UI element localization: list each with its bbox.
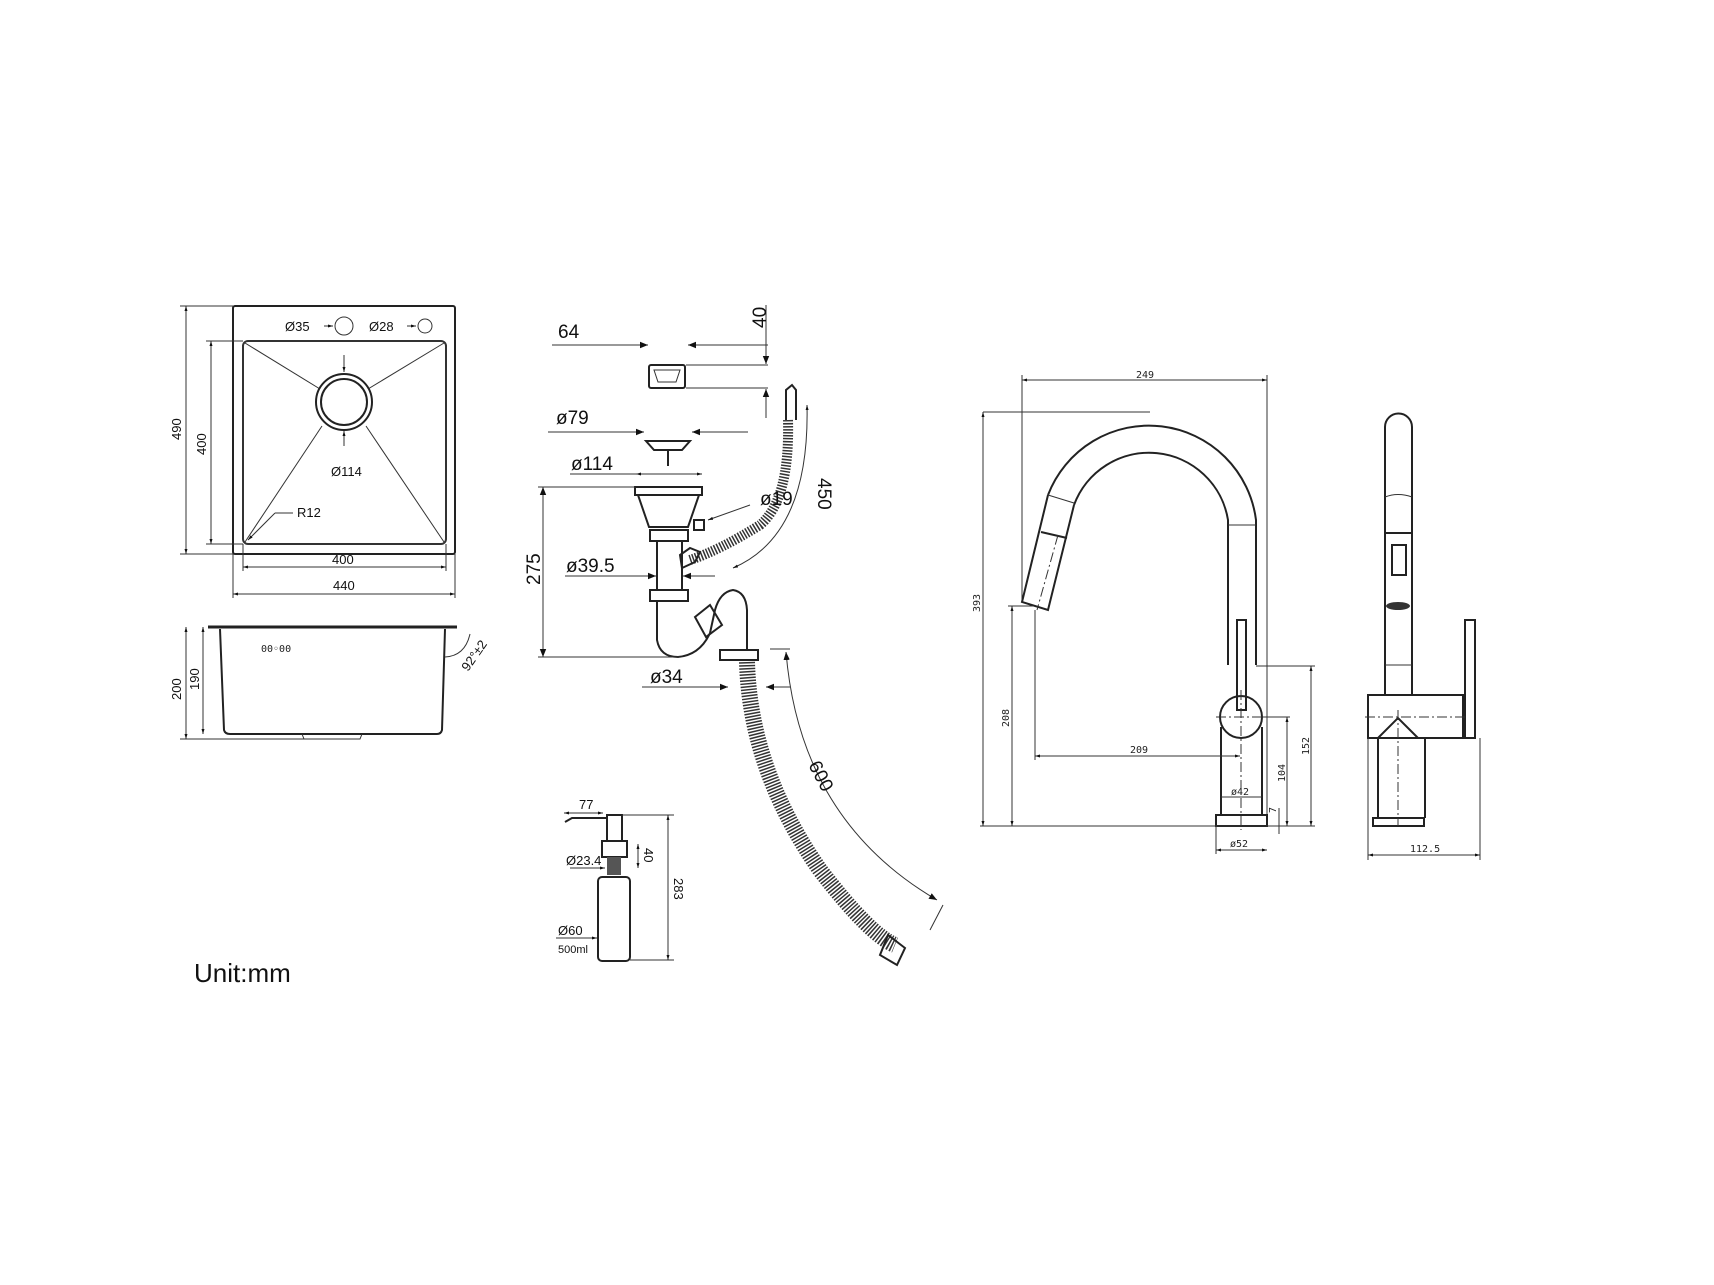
- overflow-width-label: 64: [558, 322, 580, 343]
- spout-label: 77: [579, 797, 593, 812]
- height-label: 283: [671, 878, 686, 900]
- base-dia-label: ø52: [1230, 839, 1248, 850]
- outer-height-label: 490: [169, 418, 184, 440]
- depth-label: 112.5: [1410, 844, 1440, 855]
- soap-dispenser: 77 Ø23.4 40 283 Ø60 500ml: [556, 797, 686, 962]
- width-label: 249: [1136, 370, 1154, 381]
- faucet-side-view: 112.5: [1365, 412, 1481, 860]
- body-dia-label: ø42: [1231, 787, 1249, 798]
- hole2-label: Ø28: [369, 319, 394, 334]
- sink-side-view: 00◦00 92°±2 200 190: [169, 625, 490, 740]
- unit-label: Unit:mm: [194, 958, 291, 988]
- drain-label: Ø114: [331, 464, 362, 479]
- radius-label: R12: [297, 505, 321, 520]
- outer-width-label: 440: [333, 578, 355, 593]
- hole1-label: Ø35: [285, 319, 310, 334]
- neck-label: 40: [641, 848, 656, 862]
- hole-28-icon: [417, 318, 433, 334]
- hole-35-icon: [334, 316, 354, 336]
- pipe-label: ø39.5: [566, 556, 615, 577]
- lever-center-label: 104: [1277, 764, 1288, 782]
- angle-label: 92°±2: [458, 637, 490, 673]
- flange-label: ø114: [571, 454, 613, 475]
- strainer-label: ø79: [556, 408, 589, 429]
- hose-length-label: 450: [813, 478, 834, 510]
- overflow-height-label: 40: [750, 307, 771, 328]
- handle-height-label: 152: [1301, 737, 1312, 755]
- sink-mark: 00◦00: [261, 644, 291, 655]
- reach-label: 209: [1130, 745, 1148, 756]
- height-label: 393: [972, 594, 983, 612]
- inner-height-label: 400: [194, 433, 209, 455]
- thread-label: Ø23.4: [566, 853, 601, 868]
- spout-height-label: 208: [1001, 709, 1012, 727]
- volume-label: 500ml: [558, 944, 588, 956]
- faucet-front-view: 249 393 208 209 152 104 7 ø42 ø52: [972, 370, 1315, 854]
- depth-label: 190: [187, 668, 202, 690]
- outlet-label: ø34: [650, 667, 683, 688]
- outlet-hose-label: 600: [804, 757, 837, 795]
- sink-top-view: Ø35 Ø28 Ø114 R12 490 400 400 440: [169, 305, 456, 598]
- overflow-pipe-label: ø19: [760, 489, 793, 510]
- height-label: 200: [169, 678, 184, 700]
- height-label: 275: [524, 553, 545, 585]
- base-thickness-label: 7: [1268, 807, 1279, 813]
- bottle-label: Ø60: [558, 923, 583, 938]
- inner-width-label: 400: [332, 552, 354, 567]
